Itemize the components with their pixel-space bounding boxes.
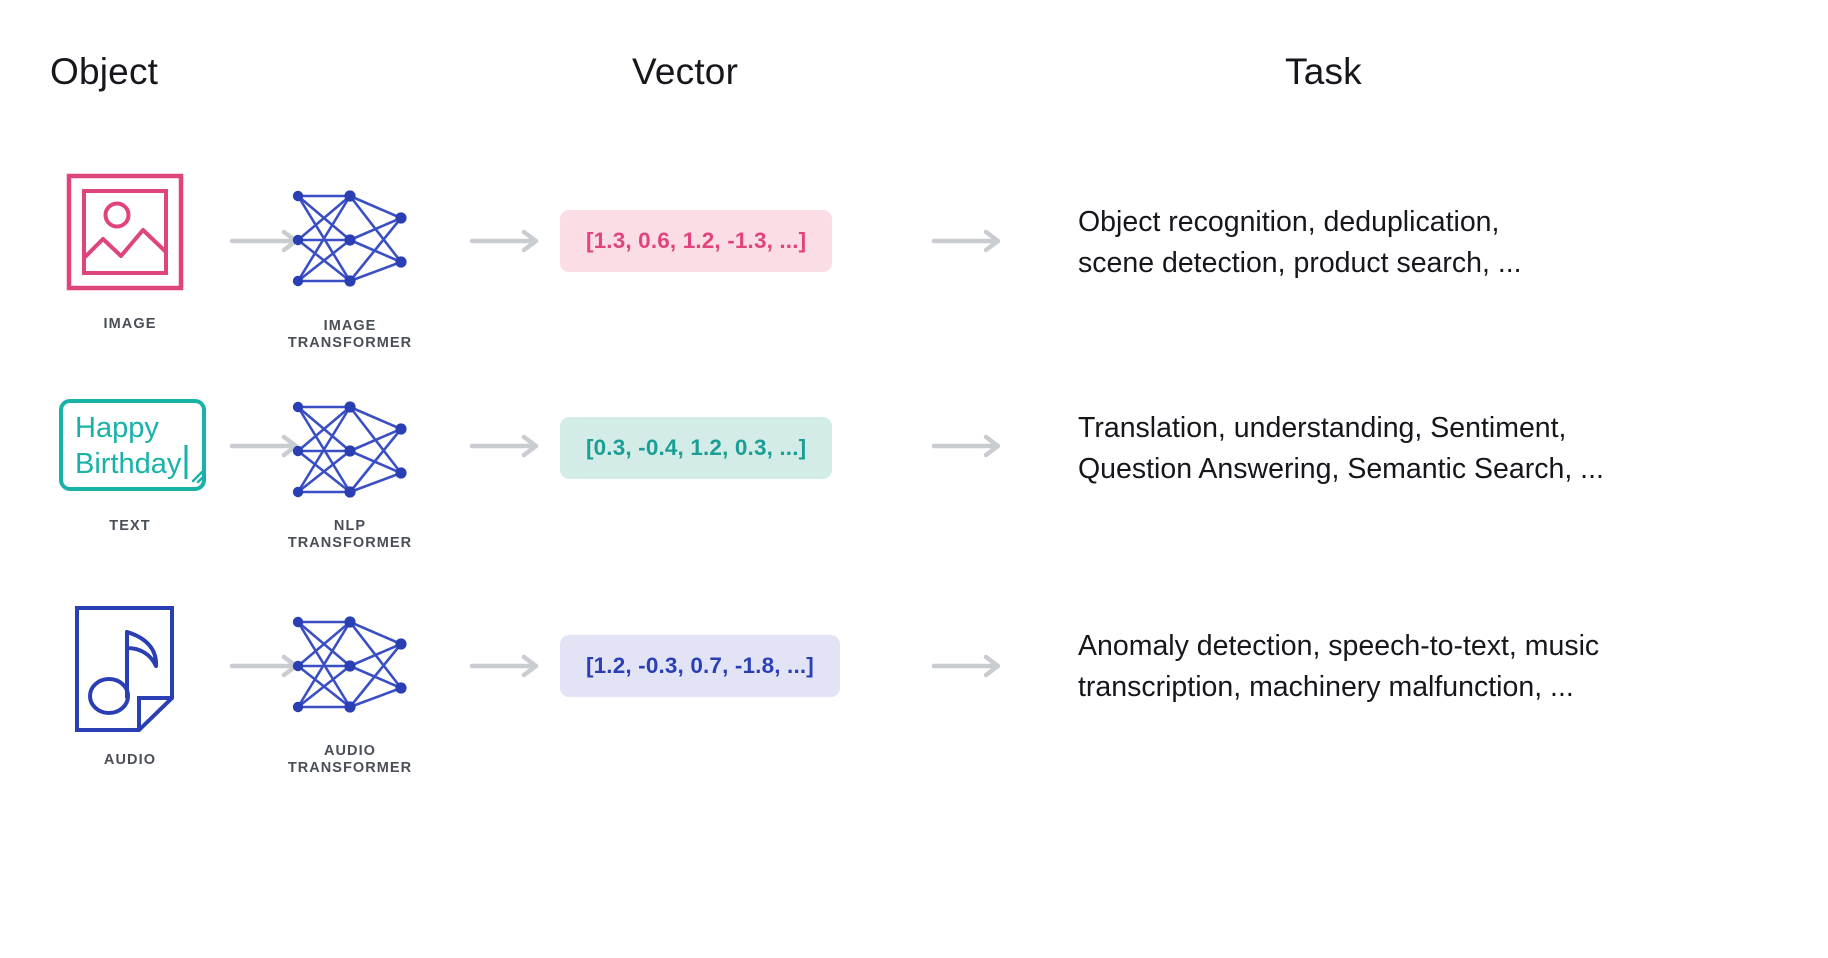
task-line-1: Object recognition, deduplication,: [1078, 206, 1500, 238]
task-line-1: Translation, understanding, Sentiment,: [1078, 412, 1567, 444]
object-label-text: TEXT: [109, 518, 151, 534]
task-line-2: Question Answering, Semantic Search, ...: [1078, 453, 1604, 485]
task-line-2: scene detection, product search, ...: [1078, 247, 1522, 279]
object-cell-image: IMAGE: [40, 170, 220, 370]
neural-network-icon: [255, 170, 445, 292]
column-header-vector: Vector: [632, 51, 739, 92]
transformer-cell-image: IMAGE TRANSFORMER: [255, 170, 445, 380]
task-line-1: Anomaly detection, speech-to-text, music: [1078, 630, 1600, 662]
arrow-vector-to-task: [930, 653, 1010, 679]
text-box-icon: Happy Birthday: [55, 395, 206, 495]
arrow-transformer-to-vector: [468, 228, 548, 254]
neural-network-icon: [255, 600, 445, 718]
column-header-object: Object: [50, 51, 159, 92]
task-line-2: transcription, machinery malfunction, ..…: [1078, 671, 1574, 703]
arrow-object-to-transformer: [228, 433, 308, 459]
transformer-label-line2: TRANSFORMER: [287, 535, 413, 551]
transformer-label-line1: AUDIO: [324, 743, 376, 759]
column-headers: Object Vector Task: [0, 44, 1828, 100]
pipeline-row-image: IMAGE: [0, 170, 1828, 410]
vector-pill-image: [1.3, 0.6, 1.2, -1.3, ...]: [560, 210, 833, 272]
image-frame-icon: [55, 170, 205, 298]
text-box-line1: Happy: [75, 412, 159, 444]
vector-pill-text: [0.3, -0.4, 1.2, 0.3, ...]: [560, 417, 833, 479]
pipeline-row-text: Happy Birthday TEXT: [0, 395, 1828, 635]
text-box-line2: Birthday: [75, 448, 182, 480]
transformer-label-line1: IMAGE: [323, 318, 377, 334]
transformer-label-line2: TRANSFORMER: [287, 760, 413, 776]
transformer-cell-nlp: NLP TRANSFORMER: [255, 395, 445, 605]
arrow-vector-to-task: [930, 228, 1010, 254]
arrow-vector-to-task: [930, 433, 1010, 459]
task-text-image: Object recognition, deduplication, scene…: [1078, 202, 1778, 284]
transformer-cell-audio: AUDIO TRANSFORMER: [255, 600, 445, 810]
transformer-label-line2: TRANSFORMER: [287, 335, 413, 351]
task-text-nlp: Translation, understanding, Sentiment, Q…: [1078, 408, 1798, 490]
pipeline-row-audio: AUDIO: [0, 600, 1828, 840]
object-label-image: IMAGE: [103, 316, 157, 332]
column-header-task: Task: [1285, 51, 1362, 92]
task-text-audio: Anomaly detection, speech-to-text, music…: [1078, 626, 1808, 708]
neural-network-icon: [255, 395, 445, 503]
object-cell-audio: AUDIO: [40, 600, 220, 800]
object-cell-text: Happy Birthday TEXT: [40, 395, 220, 595]
object-label-audio: AUDIO: [103, 752, 157, 768]
transformer-label-image: IMAGE TRANSFORMER: [255, 318, 445, 352]
transformer-label-nlp: NLP TRANSFORMER: [255, 518, 445, 552]
arrow-transformer-to-vector: [468, 653, 548, 679]
vector-pill-audio: [1.2, -0.3, 0.7, -1.8, ...]: [560, 635, 840, 697]
arrow-transformer-to-vector: [468, 433, 548, 459]
transformer-label-line1: NLP: [333, 518, 367, 534]
audio-document-icon: [55, 600, 205, 735]
transformer-label-audio: AUDIO TRANSFORMER: [255, 743, 445, 777]
